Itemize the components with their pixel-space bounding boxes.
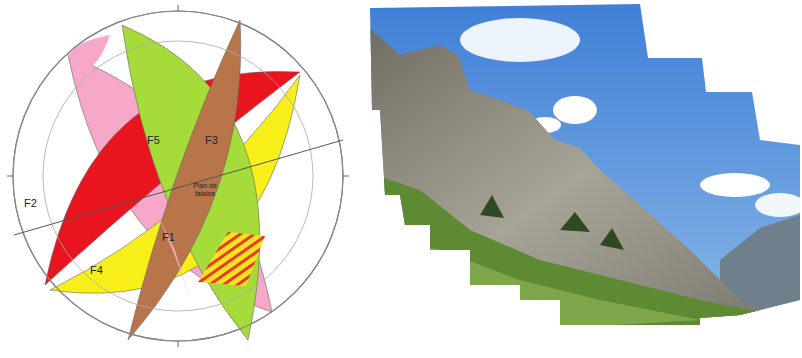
region-label: F5 <box>147 134 160 146</box>
region-label: Plan de falaise <box>190 182 220 197</box>
mountain-photo <box>360 0 802 358</box>
stereonet <box>7 5 349 347</box>
region-label: F2 <box>24 197 37 209</box>
region-label: F1 <box>162 231 175 243</box>
region-label: F3 <box>205 134 218 146</box>
region-label: F4 <box>90 264 103 276</box>
